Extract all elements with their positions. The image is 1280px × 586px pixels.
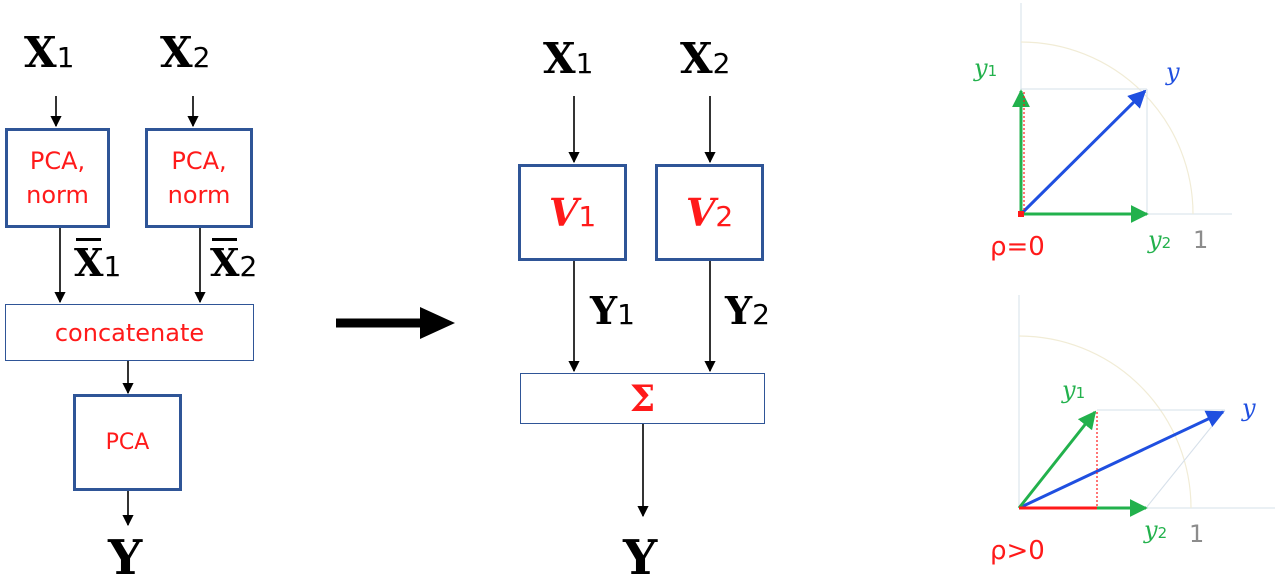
v1-label: V1	[548, 190, 597, 235]
v2-label: V2	[685, 190, 734, 235]
big-transform-arrowhead	[420, 307, 455, 339]
pca-norm-label-line2: norm	[167, 181, 231, 209]
pca-box: PCA	[73, 394, 182, 491]
pca-norm-box-2: PCA, norm	[145, 128, 253, 228]
v1-box: V1	[518, 164, 627, 261]
sum-box: Σ	[520, 373, 765, 424]
concatenate-box: concatenate	[5, 304, 254, 361]
mid-input-x1: X1	[543, 34, 594, 83]
pca-label: PCA	[105, 429, 150, 455]
mid-input-x2: X2	[680, 34, 731, 83]
concatenate-label: concatenate	[54, 318, 205, 347]
bottom-y2-label: y2	[1144, 516, 1168, 544]
input-x2: X2	[160, 28, 211, 77]
bottom-y1-label: y1	[1062, 376, 1086, 404]
input-x1: X1	[24, 28, 75, 77]
bottom-rho-label: ρ>0	[990, 536, 1045, 566]
vector-y	[1019, 89, 1147, 216]
pca-norm-label-line1: PCA,	[29, 147, 86, 175]
top-rho-label: ρ=0	[990, 232, 1045, 262]
vector-plot-uncorrelated	[1012, 3, 1232, 223]
vector-y	[1018, 410, 1225, 510]
top-y2-label: y2	[1148, 226, 1172, 254]
output-y: Y	[108, 530, 143, 586]
y1-label: Y1	[590, 288, 635, 333]
v2-box: V2	[655, 164, 764, 261]
sum-symbol: Σ	[629, 377, 656, 420]
top-unit-label: 1	[1193, 226, 1209, 254]
y2-label: Y2	[725, 288, 770, 333]
pca-norm-label-line1: PCA,	[171, 147, 227, 175]
pca-norm-box-1: PCA, norm	[5, 128, 110, 228]
pca-norm-label-line2: norm	[26, 181, 89, 209]
top-y-label: y	[1166, 58, 1180, 86]
vector-y1	[1017, 410, 1097, 509]
bottom-unit-label: 1	[1189, 520, 1205, 548]
mid-output-y: Y	[623, 530, 658, 586]
top-y1-label: y1	[974, 54, 998, 82]
vector-plot-correlated	[1017, 295, 1275, 517]
bottom-y-label: y	[1242, 394, 1256, 422]
rho-zero-dot	[1018, 211, 1024, 217]
xbar1-label: X1	[74, 238, 122, 285]
xbar2-label: X2	[210, 238, 258, 285]
